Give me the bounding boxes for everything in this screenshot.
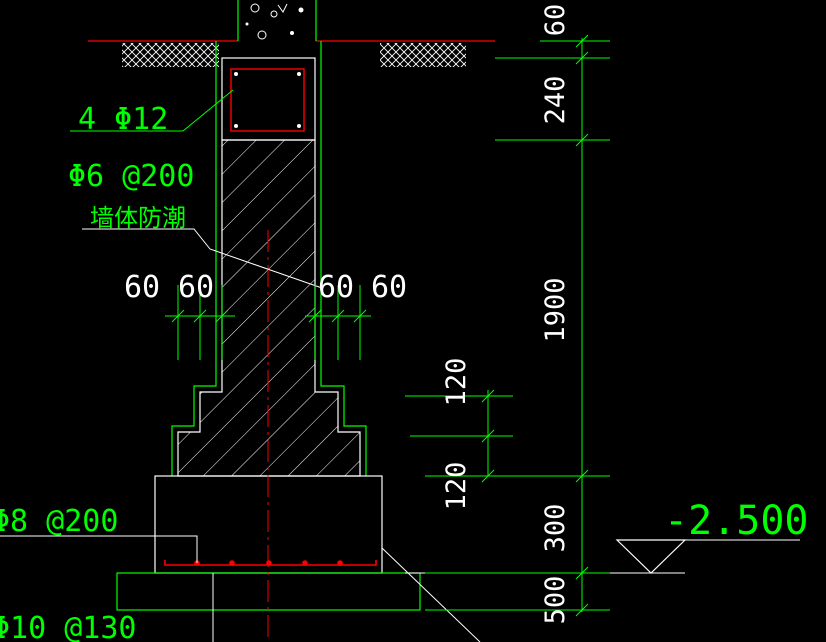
leader-wall-damp [82,228,323,289]
bottom-bar-4 [302,560,308,566]
dim-right-0: 60 [540,4,571,37]
ring-beam-stirrup [230,68,305,132]
dim-right-2: 1900 [540,277,571,342]
dim-offset-3: 60 [371,270,407,305]
column-above-ground [237,0,317,41]
right-dimension-texts: 60 240 1900 300 500 [540,4,571,625]
damp-outline-left [171,41,217,476]
dim-offset-0: 60 [124,270,160,305]
dim-right-3: 300 [540,504,571,553]
elevation-marker [405,539,800,574]
label-wall-damp: 墙体防潮 [90,204,186,232]
dim-offset-2: 60 [318,270,354,305]
soil-hatch-right [380,43,466,67]
soil-hatch-left [122,43,219,67]
leader-top-bars [70,89,234,132]
dim-right-1: 240 [540,76,571,125]
label-bottom-bars-1: Φ8 @200 [0,504,118,539]
right-dimension-chain [425,34,610,617]
label-top-bars: 4 Φ12 [78,102,168,137]
label-bottom-bars-2: Φ10 @130 [0,611,137,642]
bottom-bar-2 [229,560,235,566]
step-dimension-chain [405,389,513,483]
dim-right-4: 500 [540,576,571,625]
top-bar-2 [297,72,301,76]
top-bar-3 [234,124,238,128]
label-elevation: -2.500 [664,498,809,544]
dim-step-1: 120 [441,462,472,511]
dim-offset-1: 60 [178,270,214,305]
bottom-bar-5 [337,560,343,566]
wall-hatched-section [177,139,361,477]
top-bar-1 [234,72,238,76]
label-stirrup: Φ6 @200 [68,159,194,194]
damp-outline-right [320,41,367,476]
top-bar-4 [297,124,301,128]
leader-bottom-bars-1 [0,535,198,563]
offset-dimension-chain [165,285,371,360]
dim-step-0: 120 [441,358,472,407]
bottom-bar-3 [266,560,272,566]
leader-footing-diagonal [381,547,481,642]
